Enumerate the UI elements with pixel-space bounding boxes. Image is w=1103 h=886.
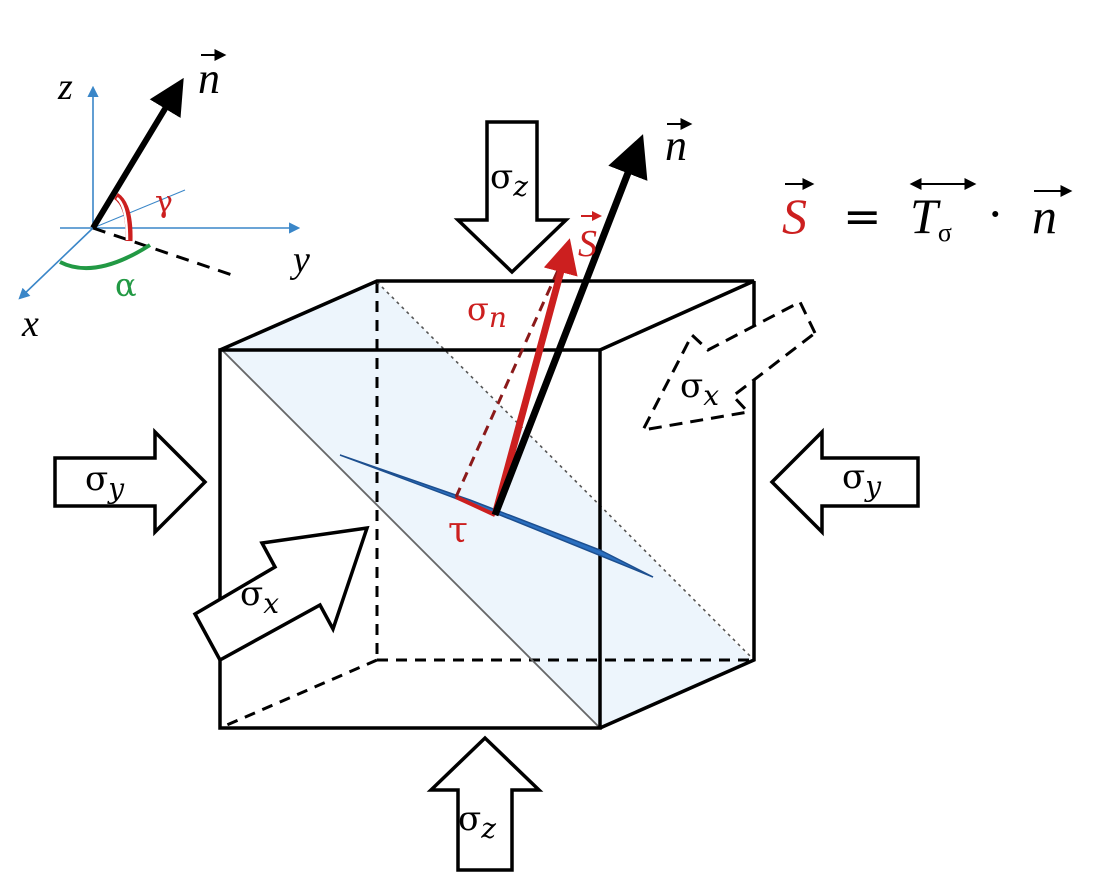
alpha-arc bbox=[59, 243, 152, 271]
gamma-label: γ bbox=[155, 185, 173, 220]
sigma-n-dashed bbox=[454, 247, 570, 498]
equation-dot: · bbox=[988, 187, 1003, 241]
stress-arrows: σz σz σy σy σx σx bbox=[53, 120, 920, 872]
x-axis bbox=[18, 227, 94, 300]
S-vector bbox=[491, 238, 578, 516]
y-axis-label: y bbox=[289, 239, 310, 281]
cube-hidden-edge bbox=[219, 658, 378, 730]
n-vector-small bbox=[90, 77, 184, 230]
sigma-z-bottom-label: σz bbox=[458, 799, 496, 845]
S-vector-label: S bbox=[578, 223, 597, 265]
sigma-x-front-arrow bbox=[192, 525, 370, 663]
sigma-y-left-arrow bbox=[53, 427, 208, 537]
equation: S = Tσ · n bbox=[782, 178, 1073, 247]
sigma-n-label: σn bbox=[467, 290, 507, 334]
gamma-arc-inner bbox=[116, 197, 129, 241]
tau-label: τ bbox=[448, 510, 468, 551]
coordinate-system: z y x n γ α bbox=[18, 49, 310, 345]
equation-n: n bbox=[1032, 188, 1057, 244]
sigma-x-front-label: σx bbox=[240, 574, 279, 620]
plane-edge-front bbox=[221, 349, 601, 729]
n-vector-label: n bbox=[665, 121, 687, 170]
n-label-small: n bbox=[198, 54, 220, 103]
sigma-y-right-label: σy bbox=[842, 457, 882, 503]
cube-top-edges bbox=[219, 279, 755, 352]
z-axis-label: z bbox=[57, 66, 73, 108]
n-vector bbox=[491, 134, 648, 517]
sigma-z-bottom-arrow bbox=[426, 735, 544, 872]
sigma-y-right-arrow bbox=[769, 427, 920, 537]
equation-equals: = bbox=[843, 189, 882, 243]
vectors: n S σn τ bbox=[448, 118, 693, 551]
cube bbox=[218, 279, 756, 730]
equation-T: Tσ bbox=[910, 188, 952, 247]
sigma-x-back-arrow bbox=[640, 299, 817, 432]
tau-vector bbox=[455, 495, 496, 517]
sigma-z-top-label: σz bbox=[490, 157, 528, 203]
sigma-y-left-label: σy bbox=[85, 459, 125, 505]
cube-front-face bbox=[218, 348, 602, 730]
x-axis-label: x bbox=[21, 303, 39, 345]
n-projection-dashed bbox=[92, 226, 239, 279]
equation-S: S bbox=[782, 188, 807, 244]
sigma-x-back-label: σx bbox=[680, 366, 719, 412]
axis-extra-line bbox=[92, 189, 186, 229]
cube-right-edges bbox=[599, 281, 756, 730]
sigma-z-top-arrow bbox=[453, 120, 571, 275]
plane-edge-back bbox=[376, 281, 755, 661]
alpha-label: α bbox=[115, 266, 137, 304]
